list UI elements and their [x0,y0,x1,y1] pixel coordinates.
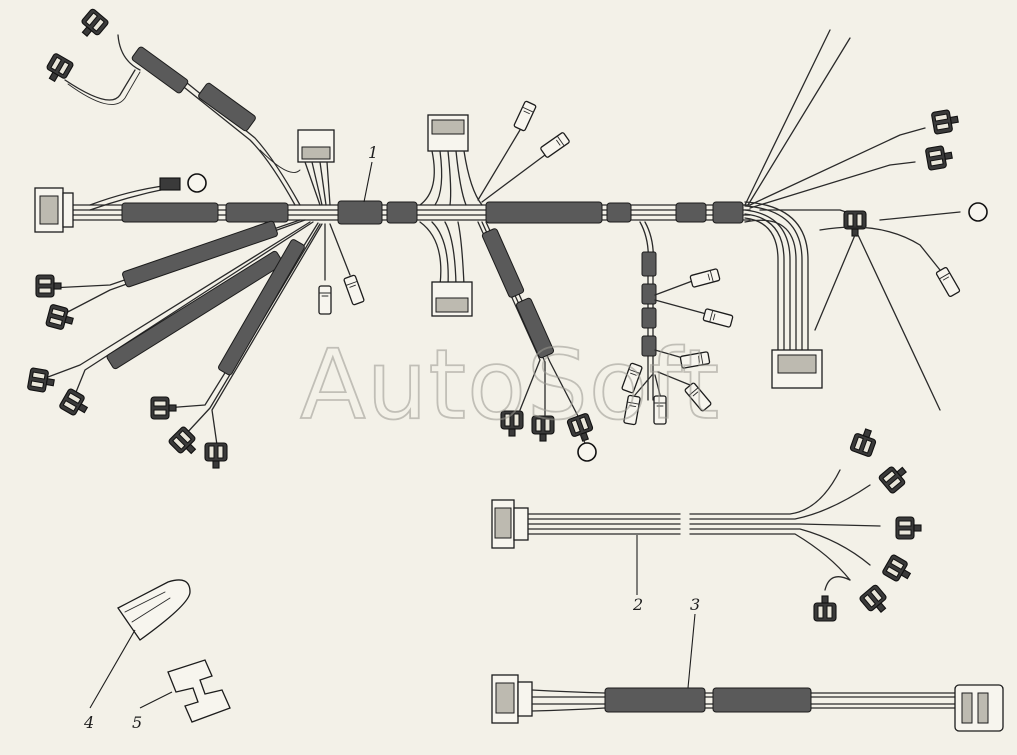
middle-vertical-branch [620,221,734,426]
callout-1: 1 [363,143,378,203]
callout-5: 5 [132,691,173,732]
top-connector-block-a [259,129,335,206]
callout-3-label: 3 [690,595,700,614]
center-down-branch [477,221,597,462]
upper-left-branch [41,7,301,206]
center-top-connector [419,100,571,206]
left-end-connector [34,187,74,233]
harness-3: 3 [491,595,1004,732]
part-4-cap: 4 [83,579,191,732]
callout-2-label: 2 [632,595,643,614]
callout-2: 2 [632,535,643,614]
center-bottom-connector [419,221,473,317]
harness-main: 1 [26,7,988,469]
part-5-clip: 5 [132,659,231,732]
callout-1-label: 1 [368,143,378,162]
main-trunk-sleeves [121,200,744,225]
ring-terminal-left [89,173,207,211]
lower-left-branches [26,219,366,469]
callout-3: 3 [687,595,700,689]
callout-5-label: 5 [132,713,142,732]
right-branches [744,29,988,411]
callout-4-label: 4 [83,713,94,732]
watermark-text: AutoSoft [300,329,720,441]
callout-4: 4 [83,629,136,732]
harness-2: 2 [491,425,922,622]
